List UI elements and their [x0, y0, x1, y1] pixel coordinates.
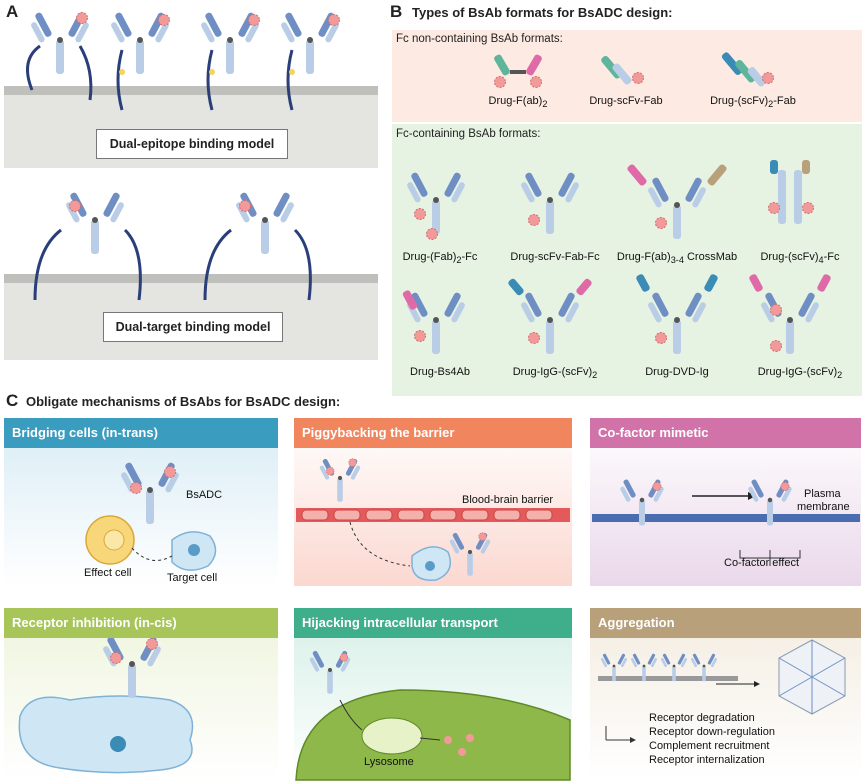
format-drug-scfv-fab: Drug-scFv-Fab: [589, 95, 663, 107]
format-drug-fab34-crossmab: Drug-F(ab)3-4 CrossMab: [616, 251, 738, 266]
target-cell-label: Target cell: [167, 572, 218, 584]
mech-title-aggregation: Aggregation: [590, 608, 861, 638]
plasma-membrane-label-1: Plasma: [804, 488, 841, 500]
fc-title: Fc-containing BsAb formats:: [396, 128, 541, 140]
effect-cell-label: Effect cell: [84, 567, 132, 579]
fc-format-glyphs: [402, 160, 831, 354]
fc-containing-bg: [392, 124, 862, 396]
dual-target-antibodies: [33, 191, 312, 301]
format-drug-bs4ab: Drug-Bs4Ab: [410, 366, 470, 378]
format-drug-fab2-fc: Drug-(Fab)2-Fc: [402, 251, 478, 266]
format-drug-scfv2-fab: Drug-(scFv)2-Fab: [710, 95, 796, 110]
dual-target-label: Dual-target binding model: [103, 312, 283, 342]
agg-effect-2: Receptor down-regulation: [649, 726, 775, 738]
mech-title-cofactor: Co-factor mimetic: [590, 418, 861, 448]
agg-effect-3: Complement recruitment: [649, 740, 770, 752]
dual-epitope-antibodies: [26, 11, 340, 111]
dual-epitope-label: Dual-epitope binding model: [96, 129, 288, 159]
hijack-illustration: [295, 650, 571, 781]
agg-effect-1: Receptor degradation: [649, 712, 755, 724]
format-drug-igg-scfv2-b: Drug-IgG-(scFv)2: [757, 366, 843, 381]
format-drug-fab2: Drug-F(ab)2: [488, 95, 548, 110]
format-drug-dvd-ig: Drug-DVD-Ig: [645, 366, 709, 378]
aggregation-illustration: [598, 639, 846, 743]
format-drug-scfv-fab-fc: Drug-scFv-Fab-Fc: [510, 251, 600, 263]
panel-b-title: Types of BsAb formats for BsADC design:: [412, 5, 673, 20]
panel-c-letter: C: [6, 391, 19, 410]
format-drug-igg-scfv2-a: Drug-IgG-(scFv)2: [512, 366, 598, 381]
panel-b-letter: B: [390, 2, 403, 21]
mech-title-piggy: Piggybacking the barrier: [294, 418, 572, 448]
panel-c-title: Obligate mechanisms of BsAbs for BsADC d…: [26, 394, 341, 409]
agg-effect-4: Receptor internalization: [649, 754, 765, 766]
cofactor-illustration: [592, 478, 860, 566]
mech-title-hijack: Hijacking intracellular transport: [294, 608, 572, 638]
panel-a-letter: A: [6, 2, 19, 21]
bbb-label: Blood-brain barrier: [462, 494, 554, 506]
fc-non-format-glyphs: [494, 52, 774, 88]
cofactor-effect-label: Co-factor effect: [724, 557, 799, 569]
lysosome-label: Lysosome: [364, 756, 414, 768]
mech-title-inhibition: Receptor inhibition (in-cis): [4, 608, 278, 638]
fc-non-title: Fc non-containing BsAb formats:: [396, 33, 563, 45]
mech-title-bridging: Bridging cells (in-trans): [4, 418, 278, 448]
piggy-illustration: [296, 458, 570, 581]
bsadc-label: BsADC: [186, 489, 223, 501]
plasma-membrane-label-2: membrane: [797, 501, 850, 513]
bridging-illustration: [85, 461, 217, 571]
inhibition-illustration: [18, 635, 194, 774]
format-drug-scfv4-fc: Drug-(scFv)4-Fc: [760, 251, 840, 266]
